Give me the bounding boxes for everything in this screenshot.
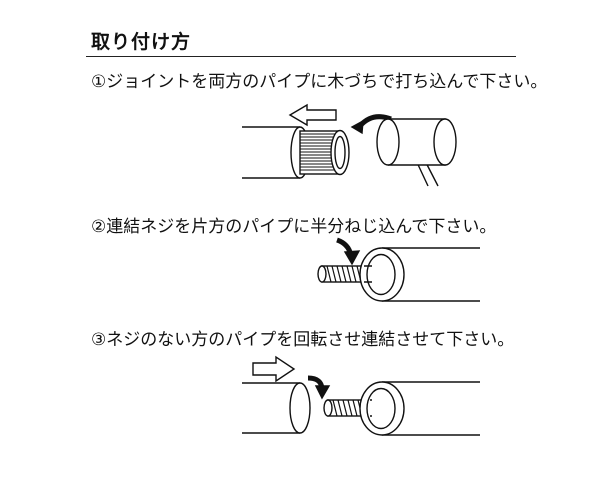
step-2-instruction: ②連結ネジを片方のパイプに半分ねじ込んで下さい。: [91, 217, 497, 237]
connecting-screw: [317, 265, 365, 283]
push-direction-arrow-icon: [252, 355, 296, 383]
step-3-instruction: ③ネジのない方のパイプを回転させ連結させて下さい。: [91, 330, 515, 350]
step-1-instruction: ①ジョイントを両方のパイプに木づちで打ち込んで下さい。: [91, 72, 548, 92]
right-pipe: [382, 381, 480, 436]
step-3-illustration: [242, 355, 480, 436]
left-pipe: [242, 382, 300, 434]
page-title: 取り付け方: [91, 31, 192, 53]
step-2-illustration: [317, 237, 480, 302]
step-1-illustration: [242, 103, 457, 187]
pipe: [382, 247, 480, 302]
push-direction-arrow-icon: [288, 103, 337, 127]
pipe: [242, 126, 300, 179]
title-divider: [86, 56, 516, 57]
mallet-icon: [376, 118, 457, 187]
joint-ribbed-plug: [299, 129, 350, 176]
